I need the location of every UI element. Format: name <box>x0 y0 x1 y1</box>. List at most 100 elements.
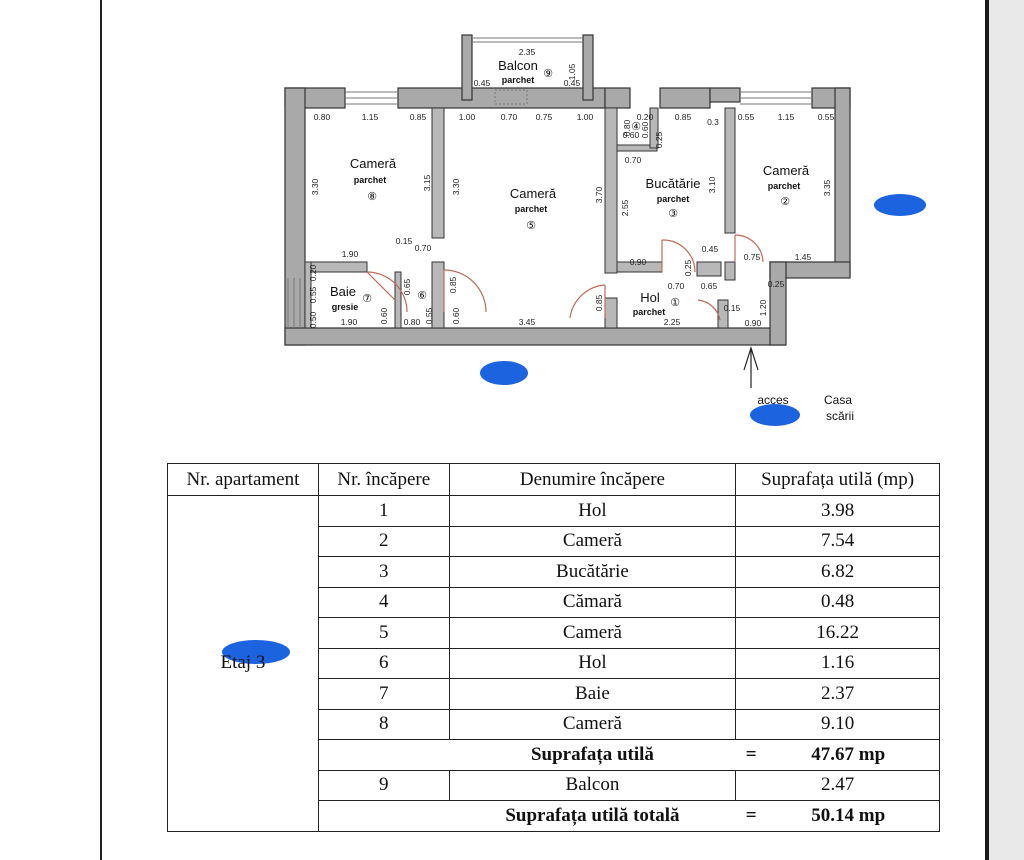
dim: 0.85 <box>594 294 604 311</box>
room-area: 9.10 <box>735 708 940 740</box>
room5-number: ⑤ <box>526 220 536 232</box>
total-label: Suprafața utilă totală <box>449 800 736 832</box>
redaction-mark <box>750 404 800 426</box>
header-room-name: Denumire încăpere <box>448 463 737 496</box>
dim: 0.60 <box>451 307 461 324</box>
total-value: 50.14 mp <box>811 804 886 826</box>
dim: 0.70 <box>668 281 685 291</box>
room3-floor: parchet <box>657 194 690 204</box>
table-row: 8 Cameră 9.10 <box>168 708 940 740</box>
room5-name: Cameră <box>510 186 557 201</box>
room1-number: ① <box>670 297 680 309</box>
dimension-labels: 2.35 0.45 0.45 1.05 0.80 1.15 0.85 1.00 … <box>308 47 835 328</box>
dim: 3.45 <box>519 317 536 327</box>
balcony-number: ⑨ <box>543 68 553 80</box>
room-area: 7.54 <box>735 525 940 557</box>
dim: 3.30 <box>310 178 320 195</box>
room5-floor: parchet <box>515 204 548 214</box>
dim: 0.65 <box>402 278 412 295</box>
dim: 0.80 <box>314 112 331 122</box>
dim: 0.3 <box>707 117 719 127</box>
room3-number: ③ <box>668 208 678 220</box>
room-name: Cameră <box>448 708 737 740</box>
room-name: Balcon <box>448 769 737 801</box>
dim: 0.85 <box>410 112 427 122</box>
floor-plan: Balcon parchet ⑨ Cameră parchet ⑧ Cameră… <box>284 34 854 423</box>
dim: 3.35 <box>822 179 832 196</box>
dim: 1.00 <box>459 112 476 122</box>
dim: 0.50 <box>308 311 318 328</box>
apartment-floor: Etaj 3 <box>220 652 266 674</box>
header-room-number: Nr. încăpere <box>317 463 450 496</box>
room2-name: Cameră <box>763 163 810 178</box>
room-name: Cameră <box>448 617 737 649</box>
dim-balcony-left: 0.45 <box>474 78 491 88</box>
page-margin-shadow <box>989 0 1024 860</box>
dim: 0.80 <box>622 119 632 136</box>
dim: 0.75 <box>744 252 761 262</box>
dim: 0.70 <box>501 112 518 122</box>
table-row: Etaj 3 1 Hol 3.98 <box>167 495 940 832</box>
dim: 1.15 <box>362 112 379 122</box>
room-number: 4 <box>317 586 450 618</box>
dim: 0.20 <box>637 112 654 122</box>
dim: 0.25 <box>683 259 693 276</box>
dim: 0.75 <box>536 112 553 122</box>
room2-number: ② <box>780 196 790 208</box>
dim: 0.70 <box>625 155 642 165</box>
table-row: 4 Cămară 0.48 <box>168 586 940 618</box>
dim-balcony-right: 0.45 <box>564 78 581 88</box>
dim: 0.85 <box>675 112 692 122</box>
dim: 0.90 <box>630 257 647 267</box>
dim: 0.60 <box>623 130 640 140</box>
dim-balcony-side: 1.05 <box>567 63 577 80</box>
total-row: Suprafața utilă totală = 50.14 mp <box>168 800 940 832</box>
subtotal-label: Suprafața utilă <box>449 739 736 771</box>
header-apartment: Nr. apartament <box>167 463 319 496</box>
room1-floor: parchet <box>633 307 666 317</box>
room-number: 8 <box>317 708 450 740</box>
apartment-cell: Etaj 3 <box>167 495 319 832</box>
dim: 1.20 <box>758 299 768 316</box>
room8-number: ⑧ <box>367 191 377 203</box>
dim: 0.90 <box>745 318 762 328</box>
redaction-mark <box>874 194 926 216</box>
dim: 3.10 <box>707 176 717 193</box>
balcony-door <box>494 89 528 105</box>
dim: 3.15 <box>422 174 432 191</box>
room-name: Cămară <box>448 586 737 618</box>
door-swings <box>366 234 764 321</box>
room-area: 3.98 <box>735 495 940 527</box>
dim: 0.15 <box>396 236 413 246</box>
dim: 1.15 <box>778 112 795 122</box>
room1-name: Hol <box>640 290 660 305</box>
table-row: 9 Balcon 2.47 <box>168 769 940 801</box>
dim: 0.25 <box>654 131 664 148</box>
page-border-right <box>985 0 989 860</box>
balcony-floor: parchet <box>502 75 535 85</box>
dim: 0.55 <box>424 307 434 324</box>
subtotal-value: 47.67 mp <box>811 743 886 765</box>
stairs-label-1: Casa <box>824 393 852 407</box>
page-border-left <box>100 0 102 860</box>
dim: 2.55 <box>620 199 630 216</box>
room-number: 2 <box>317 525 450 557</box>
subtotal-row: Suprafața utilă = 47.67 mp <box>168 739 940 771</box>
dim: 1.45 <box>795 252 812 262</box>
room-number: 6 <box>317 647 450 679</box>
room-area: 0.48 <box>735 586 940 618</box>
dim: 0.45 <box>702 244 719 254</box>
room-number: 1 <box>317 495 450 527</box>
access-label: acces <box>757 393 788 407</box>
room-area: 16.22 <box>735 617 940 649</box>
room-number: 7 <box>317 678 450 710</box>
room-number: 9 <box>317 769 450 801</box>
dim: 0.80 <box>404 317 421 327</box>
room7-number: ⑦ <box>362 293 372 305</box>
dim: 3.30 <box>451 178 461 195</box>
dim: 3.70 <box>594 186 604 203</box>
dim: 0.20 <box>308 264 318 281</box>
room8-name: Cameră <box>350 156 397 171</box>
stairs-label-2: scării <box>826 409 854 423</box>
room7-name: Baie <box>330 284 356 299</box>
